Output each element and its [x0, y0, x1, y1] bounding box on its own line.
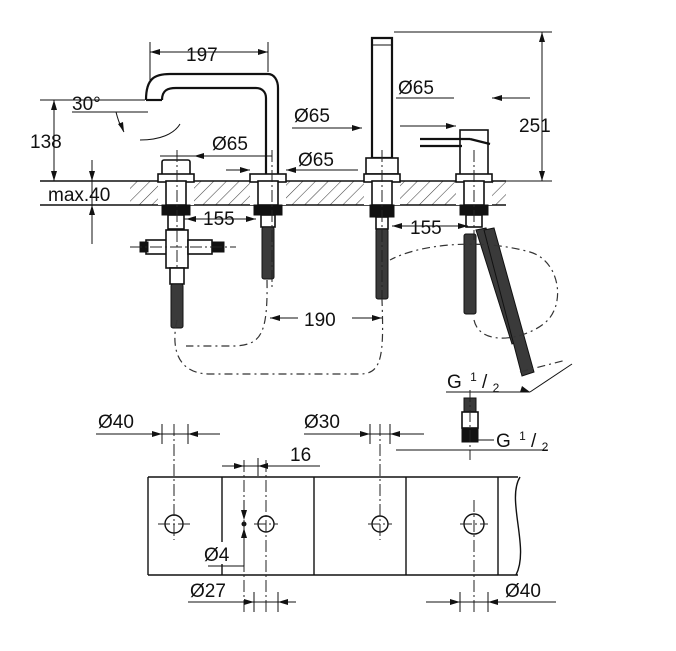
- dim-155-a-label: 155: [203, 209, 235, 230]
- dim-dia-40-b-label: Ø40: [505, 581, 541, 602]
- dim-angle-30: 30°: [72, 94, 148, 133]
- dim-dia-65-a-label: Ø65: [212, 134, 248, 155]
- elevation-view: 197 30° 138 max.40 Ø65: [30, 31, 573, 395]
- dim-dia-65-spout: Ø65: [226, 150, 358, 173]
- dim-dia-27-label: Ø27: [190, 581, 226, 602]
- dim-dia-65-shower: Ø65: [292, 106, 362, 131]
- dim-dia-40-right: Ø40: [426, 581, 556, 612]
- dim-138-label: 138: [30, 132, 62, 153]
- dim-16: 16: [222, 445, 320, 476]
- dim-dia-4-label: Ø4: [204, 545, 230, 566]
- thread-g-half-top: G 1 / 2: [446, 363, 573, 395]
- dim-dia-65-b-label: Ø65: [298, 150, 334, 171]
- dim-155-left: 155: [184, 209, 256, 230]
- dim-dia-40-left: Ø40: [96, 412, 220, 444]
- dim-dia-65-mixer: Ø65: [396, 78, 530, 129]
- plan-view: G 1 / 2: [96, 390, 556, 612]
- dim-dia-65-c-label: Ø65: [294, 106, 330, 127]
- dim-190: 190: [270, 306, 382, 331]
- thread-bottom-label: G 1 / 2: [496, 424, 549, 454]
- dim-dia-65-d-label: Ø65: [398, 78, 434, 99]
- dim-155-b-label: 155: [410, 218, 442, 239]
- dim-max-40: max.40: [48, 160, 110, 244]
- dim-dia-30: Ø30: [304, 412, 424, 444]
- dim-dia-65-diverter: Ø65: [160, 134, 272, 159]
- dim-dia-4: Ø4: [202, 500, 247, 567]
- dim-max-40-label: max.40: [48, 185, 110, 206]
- diverter-valve: [130, 150, 236, 329]
- dim-197-label: 197: [186, 45, 218, 66]
- dim-30-label: 30°: [72, 94, 101, 115]
- dim-190-label: 190: [304, 310, 336, 331]
- dim-138: 138: [30, 99, 145, 181]
- hose-routing: [174, 243, 567, 375]
- dim-251-label: 251: [519, 116, 551, 137]
- dim-16-label: 16: [290, 445, 311, 466]
- connector-fitting: G 1 / 2: [396, 390, 549, 460]
- hand-shower: [363, 36, 401, 300]
- thread-top-label: G 1 / 2: [447, 365, 500, 395]
- dim-dia-30-label: Ø30: [304, 412, 340, 433]
- mixer-valve: [420, 129, 535, 377]
- dim-dia-27: Ø27: [188, 581, 296, 612]
- spout: [139, 72, 287, 290]
- dim-155-right: 155: [392, 218, 468, 239]
- dim-251: 251: [394, 31, 552, 182]
- dim-197: 197: [149, 42, 269, 80]
- mounting-holes: [158, 424, 488, 612]
- dim-dia-40-a-label: Ø40: [98, 412, 134, 433]
